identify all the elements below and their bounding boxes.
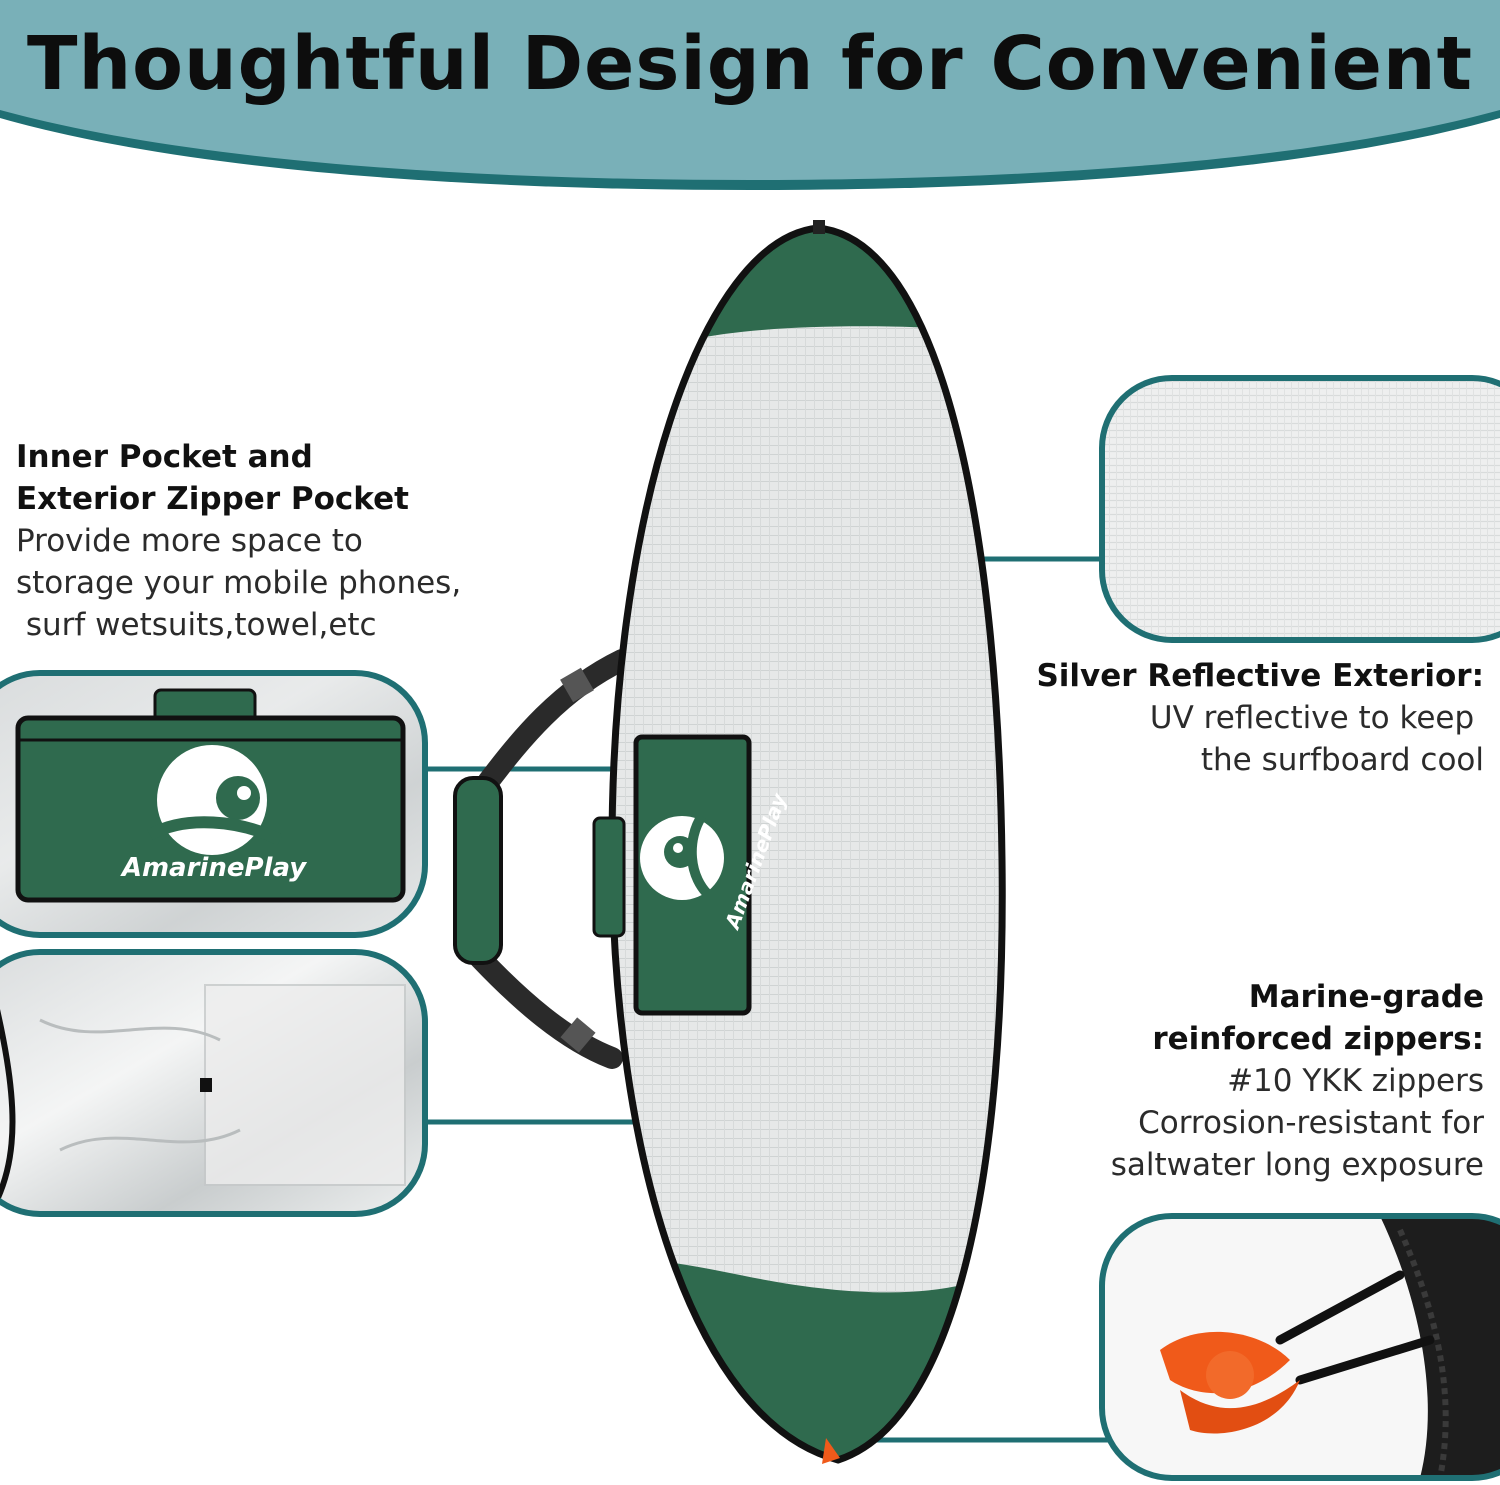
feature-pocket-body-2: storage your mobile phones, [16,565,462,601]
callout-fabric-photo [1099,375,1500,643]
feature-exterior-body-1: UV reflective to keep [1149,700,1484,736]
feature-pocket-title-1: Inner Pocket and [16,439,313,475]
feature-zippers-title-1: Marine-grade [1248,979,1484,1015]
feature-pocket: Inner Pocket and Exterior Zipper Pocket … [16,436,461,646]
header-banner [0,0,1500,190]
feature-exterior: Silver Reflective Exterior: UV reflectiv… [1036,655,1484,781]
feature-zippers-body-2: Corrosion-resistant for [1138,1105,1484,1141]
feature-exterior-body-2: the surfboard cool [1200,742,1484,778]
feature-pocket-body-1: Provide more space to [16,523,363,559]
surfboard-bag: AmarinePlay [592,220,1006,1464]
feature-zippers-title-2: reinforced zippers: [1152,1021,1484,1057]
brand-logo-icon [640,813,724,902]
callout-pocket-photo: AmarinePlay [0,670,428,938]
callout-zipper-photo [1099,1213,1500,1481]
feature-pocket-body-3: surf wetsuits,towel,etc [16,607,377,643]
feature-zippers: Marine-grade reinforced zippers: #10 YKK… [1111,976,1484,1186]
feature-zippers-body-3: saltwater long exposure [1110,1147,1484,1183]
feature-pocket-title-2: Exterior Zipper Pocket [16,481,409,517]
callout-inner-photo [0,949,428,1217]
page-headline: Thoughtful Design for Convenient [27,21,1473,107]
shoulder-strap [453,649,633,1069]
feature-zippers-body-1: #10 YKK zippers [1227,1063,1484,1099]
brand-name-pocket: AmarinePlay [120,853,307,883]
feature-exterior-title: Silver Reflective Exterior: [1036,658,1484,694]
